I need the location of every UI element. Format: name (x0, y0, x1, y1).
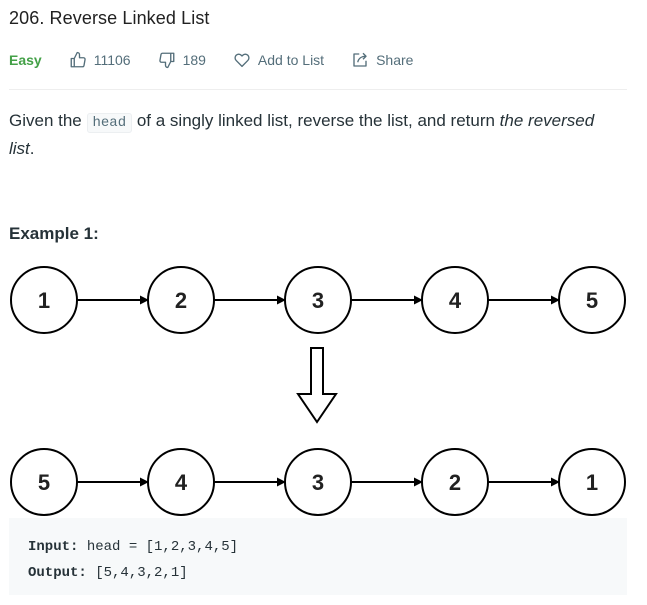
share-icon (353, 52, 367, 67)
input-label: Input: (28, 539, 79, 555)
input-node-label: 5 (586, 288, 598, 313)
output-node-label: 2 (449, 470, 461, 495)
example-title: Example 1: (9, 224, 99, 243)
output-value: [5,4,3,2,1] (86, 565, 188, 581)
output-node-circle (421, 448, 489, 516)
thumbs-up-icon (70, 51, 86, 68)
dislike-button[interactable]: 189 (158, 51, 206, 69)
header-divider (9, 89, 627, 90)
example-output-line: Output: [5,4,3,2,1] (28, 560, 608, 586)
desc-text-4: . (29, 139, 35, 158)
share-label: Share (376, 52, 414, 68)
add-to-list-label: Add to List (257, 52, 325, 68)
output-node-circle (10, 448, 78, 516)
input-list-row: 1 2 3 4 5 (10, 266, 626, 334)
output-list-row: 5 4 3 2 1 (10, 448, 626, 516)
output-label: Output: (28, 565, 87, 581)
output-node-label: 4 (175, 470, 188, 495)
output-node-circle (284, 448, 352, 516)
input-node-label: 1 (38, 288, 50, 313)
input-node-circle (421, 266, 489, 334)
output-node-label: 3 (312, 470, 324, 495)
input-node-circle (284, 266, 352, 334)
input-node-label: 3 (312, 288, 324, 313)
problem-description: Given the head of a singly linked list, … (9, 108, 624, 162)
input-value: head = [1,2,3,4,5] (78, 539, 239, 555)
inline-code-head: head (86, 113, 133, 133)
problem-title: 206. Reverse Linked List (9, 8, 210, 28)
down-arrow-icon (296, 347, 338, 424)
input-node-label: 2 (175, 288, 187, 313)
output-node-circle (147, 448, 215, 516)
input-node-circle (558, 266, 626, 334)
heart-icon (234, 53, 250, 68)
add-to-list-button[interactable]: Add to List (233, 51, 324, 69)
output-node-circle (558, 448, 626, 516)
output-node-label: 5 (38, 470, 50, 495)
share-button[interactable]: Share (351, 51, 413, 69)
desc-text-2: of a singly linked list, reverse the lis… (132, 111, 500, 130)
linked-list-diagram: 1 2 3 4 5 5 4 3 2 1 (10, 266, 626, 516)
like-count: 11106 (93, 52, 131, 68)
problem-meta-bar: Easy 11106 189 Add to List Share (9, 49, 440, 71)
like-button[interactable]: 11106 (69, 51, 131, 69)
input-node-circle (147, 266, 215, 334)
input-node-circle (10, 266, 78, 334)
example-code-block: Input: head = [1,2,3,4,5] Output: [5,4,3… (9, 518, 627, 595)
dislike-count: 189 (182, 52, 206, 68)
difficulty-badge: Easy (9, 52, 42, 68)
input-node-label: 4 (449, 288, 462, 313)
thumbs-down-icon (158, 52, 174, 69)
example-input-line: Input: head = [1,2,3,4,5] (28, 534, 608, 560)
desc-emphasis: the reversed list (9, 111, 595, 158)
output-node-label: 1 (586, 470, 598, 495)
desc-text-1: Given the (9, 111, 87, 130)
